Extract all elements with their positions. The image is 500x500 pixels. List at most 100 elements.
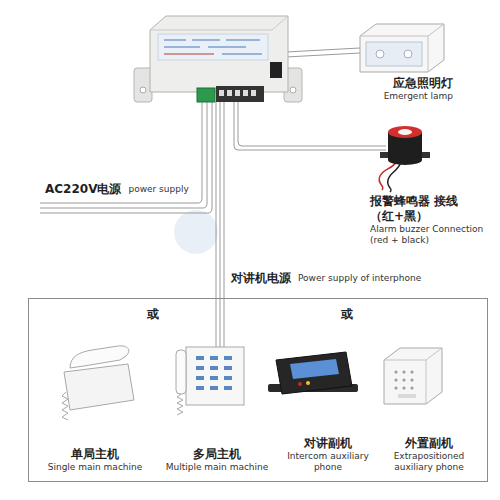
device-item: 多局主机Multiple main machine <box>159 339 275 479</box>
device-caption: 单局主机 <box>71 447 119 462</box>
phone-body <box>64 364 134 410</box>
button <box>210 366 218 370</box>
wire <box>286 53 360 57</box>
device-item: 外置副机Extrapositioned auxiliary phone <box>375 339 483 479</box>
power-label-en: power supply <box>127 184 189 194</box>
lamp-housing <box>360 24 444 72</box>
device-caption: 多局主机 <box>193 447 241 462</box>
alternative-word: 或 <box>147 307 159 322</box>
speaker-button <box>398 394 416 398</box>
lamp-callout: 应急照明灯Emergent lamp <box>332 16 458 108</box>
buzzer-vent <box>398 129 412 135</box>
speaker-grille <box>395 371 414 390</box>
globe-watermark <box>174 210 218 254</box>
power-label: AC220V电源 <box>44 181 122 198</box>
led <box>298 382 302 386</box>
multiple-main-machine <box>176 347 244 415</box>
black-terminal <box>216 86 264 102</box>
interphone-power-label: 对讲机电源 <box>230 270 292 287</box>
screw-hole <box>140 87 146 93</box>
buzzer-callout: 报警蜂鸣器 接线（红+黑）Alarm buzzer Connection (re… <box>354 118 496 250</box>
device-caption: 应急照明灯 <box>393 76 453 91</box>
device-caption: Single main machine <box>48 462 143 473</box>
grille-hole <box>395 379 398 382</box>
button <box>210 376 218 380</box>
emergency-lamp <box>360 24 444 72</box>
mark <box>164 40 186 41</box>
mounting-tab <box>134 68 152 102</box>
screw-hole <box>290 87 296 93</box>
button <box>196 376 204 380</box>
device-item: 对讲副机Intercom auxiliary phone <box>268 339 388 479</box>
lamp-wires <box>286 48 360 57</box>
lamp-edge <box>360 24 444 72</box>
interphone-power-label-en: Power supply of interphone <box>297 273 422 283</box>
button <box>210 386 218 390</box>
device-group-frame: 或 或单局主机Single main machine 多局主机Multiple ma… <box>28 298 488 482</box>
power-wires <box>40 102 212 213</box>
device-caption: 对讲副机 <box>304 436 352 451</box>
intercom-auxiliary-phone <box>268 352 358 394</box>
device-caption: Emergent lamp <box>384 91 453 102</box>
coiled-cord <box>62 392 68 420</box>
wire <box>40 102 207 208</box>
device-caption: Extrapositioned auxiliary phone <box>383 451 475 473</box>
button <box>196 356 204 360</box>
button <box>224 356 232 360</box>
mark <box>226 40 260 41</box>
intercom-label <box>290 359 339 379</box>
slot <box>227 90 232 96</box>
lamp-panel <box>366 42 422 66</box>
slot <box>251 90 256 96</box>
extrapositioned-auxiliary-phone <box>384 348 442 404</box>
lamp-bulb <box>404 50 412 58</box>
device-caption: 外置副机 <box>405 436 453 451</box>
speaker-body <box>384 348 442 404</box>
button <box>224 386 232 390</box>
lamp-bulb <box>376 50 384 58</box>
grille-hole <box>395 387 398 390</box>
grille-hole <box>411 379 414 382</box>
alternative-word: 或 <box>341 307 353 322</box>
slot <box>219 90 224 96</box>
sticker-marks <box>164 40 262 54</box>
wire <box>40 102 202 203</box>
phone-body <box>186 347 244 405</box>
black-wire <box>388 160 402 192</box>
alarm-buzzer <box>379 126 430 192</box>
intercom-body <box>276 352 352 394</box>
wire <box>234 102 386 150</box>
wire <box>40 102 212 213</box>
grille-hole <box>403 371 406 374</box>
mark <box>208 47 246 48</box>
speaker-edge <box>384 348 442 404</box>
button <box>196 386 204 390</box>
device-caption: Alarm buzzer Connection (red + black) <box>370 224 492 246</box>
module-sticker <box>158 34 268 60</box>
buzzer-tab <box>422 152 430 158</box>
wire <box>216 102 217 347</box>
buzzer-wires <box>234 102 386 150</box>
device-caption: Intercom auxiliary phone <box>273 451 383 473</box>
button <box>196 366 204 370</box>
single-main-machine <box>62 346 134 420</box>
button <box>224 376 232 380</box>
grille-hole <box>395 371 398 374</box>
green-terminal <box>197 88 215 102</box>
module-housing <box>150 16 288 92</box>
switch <box>270 62 282 78</box>
buzzer-base <box>388 155 422 165</box>
slot <box>235 90 240 96</box>
wire <box>224 102 225 347</box>
grille-hole <box>403 387 406 390</box>
wire <box>220 102 221 347</box>
device-caption: 报警蜂鸣器 接线（红+黑） <box>370 194 460 224</box>
handset <box>176 350 186 394</box>
controller-module <box>134 16 302 102</box>
coiled-cord <box>177 394 183 415</box>
mark <box>164 47 200 48</box>
grille-hole <box>411 387 414 390</box>
button-grid <box>196 356 232 390</box>
module-edge <box>150 16 288 30</box>
